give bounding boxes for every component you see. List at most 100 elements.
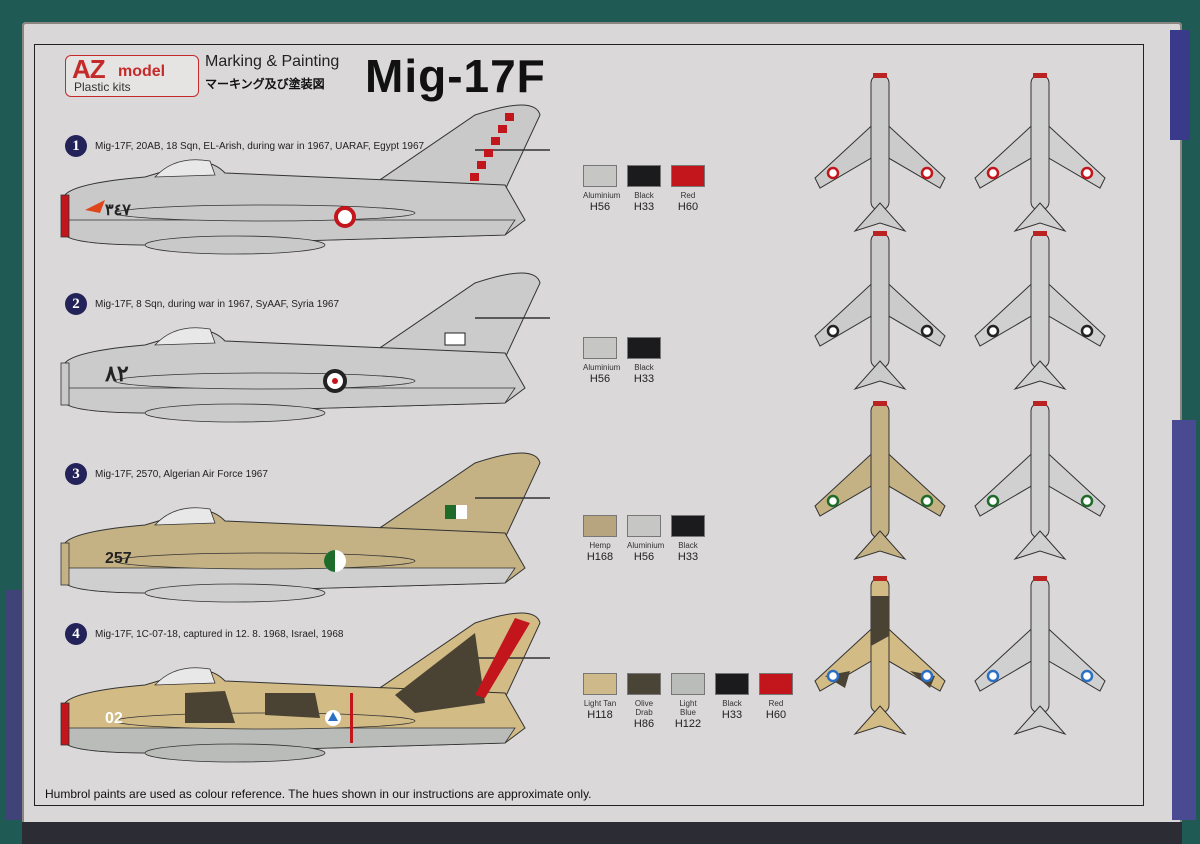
paint-code: H33 bbox=[633, 201, 655, 213]
color-chip bbox=[715, 673, 749, 695]
nose-code: ٨٢ bbox=[104, 361, 129, 386]
paint-code: H56 bbox=[589, 373, 611, 385]
nose-intake bbox=[60, 702, 70, 746]
drop-tank bbox=[144, 235, 326, 255]
tail-checker bbox=[477, 161, 486, 169]
paint-code: H118 bbox=[587, 709, 613, 721]
color-chip bbox=[627, 673, 661, 695]
logo-subtitle: Plastic kits bbox=[74, 80, 131, 94]
top-tailplane bbox=[853, 705, 907, 736]
scheme-number-badge: 2 bbox=[65, 293, 87, 315]
side-profile: 02 bbox=[35, 603, 565, 778]
box-edge-right-bottom bbox=[1172, 420, 1196, 820]
top-tailplane bbox=[1013, 202, 1067, 233]
tail-flag bbox=[444, 332, 466, 346]
top-tailplane bbox=[853, 530, 907, 561]
canopy bbox=[154, 507, 216, 526]
drop-tank bbox=[144, 743, 326, 763]
paint-name: Black bbox=[634, 363, 654, 372]
top-view bbox=[805, 576, 955, 746]
color-chip bbox=[671, 515, 705, 537]
color-chip bbox=[583, 673, 617, 695]
canopy bbox=[154, 667, 216, 686]
tail-checker bbox=[505, 113, 514, 121]
top-fuselage bbox=[1030, 402, 1050, 539]
color-chip bbox=[671, 673, 705, 695]
paint-code: H168 bbox=[586, 551, 614, 563]
top-tailplane bbox=[853, 360, 907, 391]
top-view bbox=[805, 73, 955, 243]
nose-code: 02 bbox=[105, 710, 123, 727]
wing bbox=[114, 204, 416, 222]
nose-intake bbox=[60, 362, 70, 406]
paint-code: H33 bbox=[721, 709, 743, 721]
top-view bbox=[805, 231, 955, 401]
tail-fin bbox=[363, 104, 541, 191]
paint-code: H60 bbox=[677, 201, 699, 213]
tail-fin bbox=[363, 272, 541, 359]
top-fuselage bbox=[1030, 74, 1050, 211]
eagle-emblem bbox=[85, 200, 105, 213]
box-edge-left bbox=[6, 590, 24, 820]
paint-code: H60 bbox=[765, 709, 787, 721]
bottom-view bbox=[965, 401, 1115, 571]
paint-name: Light Tan bbox=[583, 699, 617, 708]
kit-title: Mig-17F bbox=[365, 50, 546, 102]
canopy bbox=[154, 159, 216, 178]
top-tailplane bbox=[1013, 360, 1067, 391]
side-profile: ٨٢ bbox=[35, 263, 565, 438]
drop-tank bbox=[144, 403, 326, 423]
side-profile: 257 bbox=[35, 443, 565, 618]
wing bbox=[114, 372, 416, 390]
subtitle-japanese: マーキング及び塗装図 bbox=[205, 77, 325, 91]
top-view bbox=[805, 401, 955, 571]
azmodel-logo: AZ model Plastic kits bbox=[65, 54, 199, 97]
paint-name: Red bbox=[768, 699, 784, 708]
paint-name: Black bbox=[722, 699, 742, 708]
color-chip bbox=[671, 165, 705, 187]
top-fuselage bbox=[870, 402, 890, 539]
paint-name: Olive Drab bbox=[634, 699, 654, 717]
drop-tank bbox=[144, 583, 326, 603]
scheme-description: Mig-17F, 2570, Algerian Air Force 1967 bbox=[95, 469, 268, 480]
color-chip bbox=[759, 673, 793, 695]
side-profile: ٣٤٧ bbox=[35, 95, 565, 270]
logo-az: AZ bbox=[72, 54, 106, 84]
paint-name: Black bbox=[678, 541, 698, 550]
paint-code: H33 bbox=[677, 551, 699, 563]
paint-name: Aluminium bbox=[583, 363, 621, 372]
nose-intake bbox=[60, 542, 70, 586]
canopy bbox=[154, 327, 216, 346]
paint-name: Hemp bbox=[589, 541, 611, 550]
paint-name: Light Blue bbox=[679, 699, 697, 717]
wing bbox=[114, 712, 416, 730]
top-tailplane bbox=[853, 202, 907, 233]
subtitle-english: Marking & Painting bbox=[205, 53, 340, 70]
footer-note: Humbrol paints are used as colour refere… bbox=[45, 787, 592, 801]
top-fuselage bbox=[1030, 577, 1050, 714]
paint-name: Aluminium bbox=[627, 541, 665, 550]
paint-code: H86 bbox=[633, 718, 655, 730]
tail-checker bbox=[470, 173, 479, 181]
color-chip bbox=[583, 515, 617, 537]
scheme-description: Mig-17F, 1C-07-18, captured in 12. 8. 19… bbox=[95, 629, 344, 640]
top-tailplane bbox=[1013, 705, 1067, 736]
paint-name: Aluminium bbox=[583, 191, 621, 200]
roundel bbox=[334, 206, 356, 228]
nose-intake bbox=[60, 194, 70, 238]
color-chip bbox=[583, 337, 617, 359]
